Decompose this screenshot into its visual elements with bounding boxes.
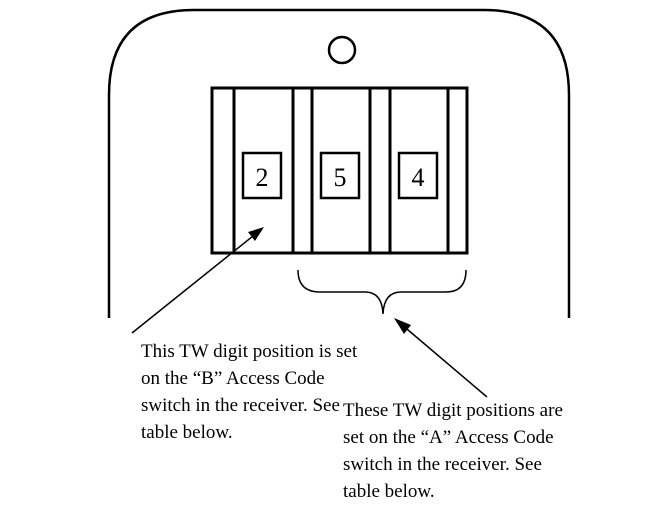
digit-window-b: 2: [241, 151, 283, 200]
a-positions-brace: [297, 269, 467, 315]
callout-line: switch in the receiver. See: [343, 454, 542, 475]
callout-line: on the “B” Access Code: [141, 368, 325, 389]
digit-window-a1: 5: [319, 151, 361, 200]
transmitter-housing-outline: [107, 8, 571, 318]
mounting-hole: [327, 35, 357, 65]
digit-a1-value: 5: [334, 163, 347, 192]
digit-a2-value: 4: [412, 163, 425, 192]
digit-wheel-assembly: [210, 86, 469, 255]
digit-window-a2: 4: [397, 151, 439, 200]
callout-line: This TW digit position is set: [141, 341, 358, 362]
digit-b-value: 2: [256, 163, 269, 192]
callout-line: set on the “A” Access Code: [343, 427, 554, 448]
callout-line: table below.: [141, 422, 233, 443]
b-position-leader-arrow: [131, 227, 264, 334]
a-positions-leader-arrow: [394, 318, 488, 398]
callout-line: These TW digit positions are: [343, 400, 563, 421]
wheel-housing: [210, 86, 469, 255]
callout-line: table below.: [343, 481, 435, 502]
callout-line: switch in the receiver. See: [141, 395, 340, 416]
b-access-code-callout: This TW digit position is set on the “B”…: [141, 338, 357, 446]
a-access-code-callout: These TW digit positions are set on the …: [343, 397, 563, 505]
